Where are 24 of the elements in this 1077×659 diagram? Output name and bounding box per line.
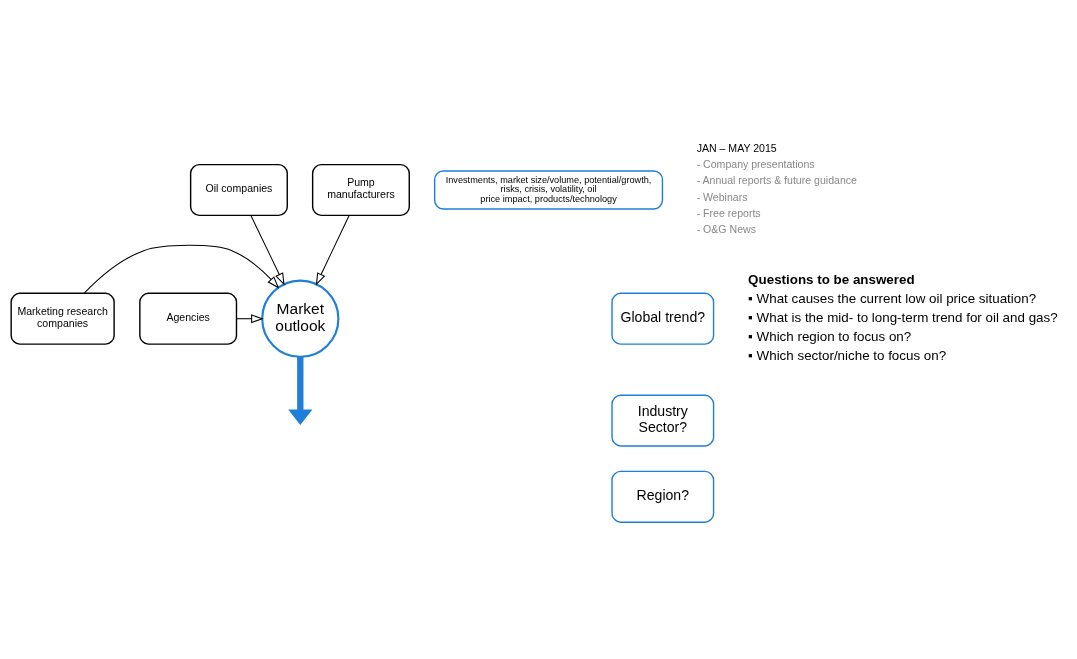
arrow xyxy=(83,244,280,294)
label: ▪ Which sector/niche to focus on? xyxy=(748,347,947,363)
node-box: Pump manufacturers xyxy=(311,163,410,216)
node-box: Industry Sector? xyxy=(611,394,715,447)
node-box: Global trend? xyxy=(611,292,715,345)
label: - Free reports xyxy=(696,206,761,219)
label: - Webinars xyxy=(696,190,748,203)
label: JAN – MAY 2015 xyxy=(696,141,777,154)
node-box: Oil companies xyxy=(189,163,288,216)
node-box: Investments, market size/volume, potential/growth, risks, crisis, volatility, oil price impact, products/technology xyxy=(433,169,664,210)
node-box: Marketing research companies xyxy=(10,292,115,345)
label: ▪ Which region to focus on? xyxy=(748,328,912,344)
arrow xyxy=(288,356,313,425)
arrow xyxy=(315,214,350,285)
node-circle: Market outlook xyxy=(261,279,340,358)
node-box: Agencies xyxy=(139,292,238,345)
label: - Annual reports & future guidance xyxy=(696,173,857,186)
label: ▪ What causes the current low oil price situation? xyxy=(748,290,1037,306)
label: - Company presentations xyxy=(696,157,815,170)
node-box: Region? xyxy=(611,470,715,523)
label: Questions to be answered xyxy=(748,271,915,287)
label: ▪ What is the mid- to long-term trend for oil and gas? xyxy=(748,309,1058,325)
arrow xyxy=(250,214,285,285)
label: - O&G News xyxy=(696,222,756,235)
